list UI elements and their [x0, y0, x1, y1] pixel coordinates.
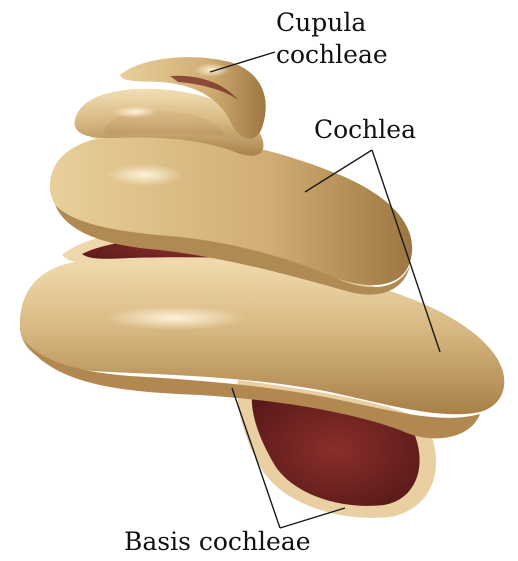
basis-leader-right — [280, 508, 345, 528]
cochlea-label: Cochlea — [314, 117, 416, 143]
basis-label: Basis cochleae — [124, 529, 311, 555]
cupula-label-line2: cochleae — [276, 42, 388, 68]
cupula-label-line1: Cupula — [276, 10, 366, 36]
